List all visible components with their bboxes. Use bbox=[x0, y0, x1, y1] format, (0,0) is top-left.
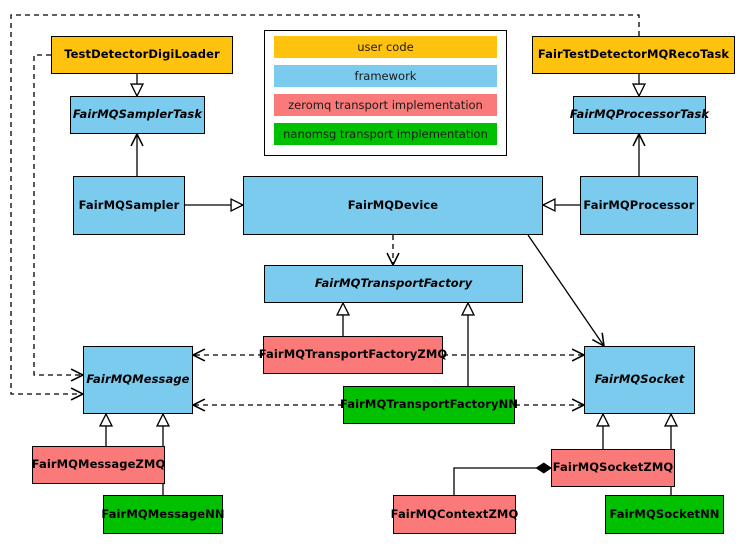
legend-label-user-code: user code bbox=[357, 40, 414, 54]
class-label-fairmqtransportfactorynn: FairMQTransportFactoryNN bbox=[339, 397, 519, 412]
class-node-fairmqtransportfactory[interactable]: FairMQTransportFactory bbox=[264, 265, 523, 303]
class-node-fairmqsocket[interactable]: FairMQSocket bbox=[584, 346, 695, 414]
class-node-fairmqmessage[interactable]: FairMQMessage bbox=[83, 346, 193, 414]
class-node-fairmqtransportfactoryzmq[interactable]: FairMQTransportFactoryZMQ bbox=[259, 336, 447, 374]
class-node-fairmqsocketnn[interactable]: FairMQSocketNN bbox=[605, 495, 724, 534]
class-label-fairmqsocketnn: FairMQSocketNN bbox=[609, 506, 720, 521]
class-label-fairmqtransportfactoryzmq: FairMQTransportFactoryZMQ bbox=[258, 347, 448, 362]
class-label-fairmqmessagezmq: FairMQMessageZMQ bbox=[31, 457, 166, 472]
class-label-fairmqprocessor: FairMQProcessor bbox=[583, 197, 695, 212]
legend-label-zeromq: zeromq transport implementation bbox=[288, 98, 483, 112]
edge-contextzmq-to-socketzmq bbox=[453, 462, 553, 495]
class-node-fairmqtransportfactorynn[interactable]: FairMQTransportFactoryNN bbox=[339, 386, 519, 424]
legend-item-framework: framework bbox=[274, 65, 497, 87]
class-node-fairmqcontextzmq[interactable]: FairMQContextZMQ bbox=[390, 495, 519, 534]
legend-item-zeromq: zeromq transport implementation bbox=[274, 94, 497, 116]
class-node-fairmqmessagenn[interactable]: FairMQMessageNN bbox=[101, 495, 225, 534]
legend-label-framework: framework bbox=[354, 69, 417, 83]
class-label-fairtestdetectormqrecotask: FairTestDetectorMQRecoTask bbox=[537, 47, 730, 62]
class-label-fairmqtransportfactory: FairMQTransportFactory bbox=[314, 276, 473, 291]
class-node-fairmqprocessortask[interactable]: FairMQProcessorTask bbox=[569, 96, 710, 134]
class-label-fairmqsampler: FairMQSampler bbox=[78, 197, 180, 212]
class-label-fairmqmessage: FairMQMessage bbox=[86, 372, 190, 387]
legend-item-user-code: user code bbox=[274, 36, 497, 58]
edge-device-to-socket bbox=[527, 234, 604, 346]
class-node-fairmqdevice[interactable]: FairMQDevice bbox=[243, 176, 543, 235]
class-label-fairmqmessagenn: FairMQMessageNN bbox=[101, 506, 225, 521]
class-node-fairmqsocketzmq[interactable]: FairMQSocketZMQ bbox=[551, 449, 675, 487]
class-label-fairmqcontextzmq: FairMQContextZMQ bbox=[390, 506, 519, 521]
class-label-fairmqprocessortask: FairMQProcessorTask bbox=[569, 107, 710, 122]
class-label-fairmqsamplertask: FairMQSamplerTask bbox=[72, 107, 203, 122]
class-node-fairtestdetectormqrecotask[interactable]: FairTestDetectorMQRecoTask bbox=[532, 36, 735, 74]
class-node-testdetectordigiloader[interactable]: TestDetectorDigiLoader bbox=[51, 36, 233, 74]
class-node-fairmqsampler[interactable]: FairMQSampler bbox=[73, 176, 185, 235]
legend-label-nanomsg: nanomsg transport implementation bbox=[283, 127, 488, 141]
class-label-fairmqsocket: FairMQSocket bbox=[594, 372, 685, 387]
legend-item-nanomsg: nanomsg transport implementation bbox=[274, 123, 497, 145]
class-label-fairmqsocketzmq: FairMQSocketZMQ bbox=[552, 460, 674, 475]
class-node-fairmqsamplertask[interactable]: FairMQSamplerTask bbox=[70, 96, 205, 134]
class-node-fairmqprocessor[interactable]: FairMQProcessor bbox=[580, 176, 698, 235]
class-label-testdetectordigiloader: TestDetectorDigiLoader bbox=[64, 47, 220, 62]
class-node-fairmqmessagezmq[interactable]: FairMQMessageZMQ bbox=[32, 446, 165, 484]
class-label-fairmqdevice: FairMQDevice bbox=[347, 197, 439, 212]
